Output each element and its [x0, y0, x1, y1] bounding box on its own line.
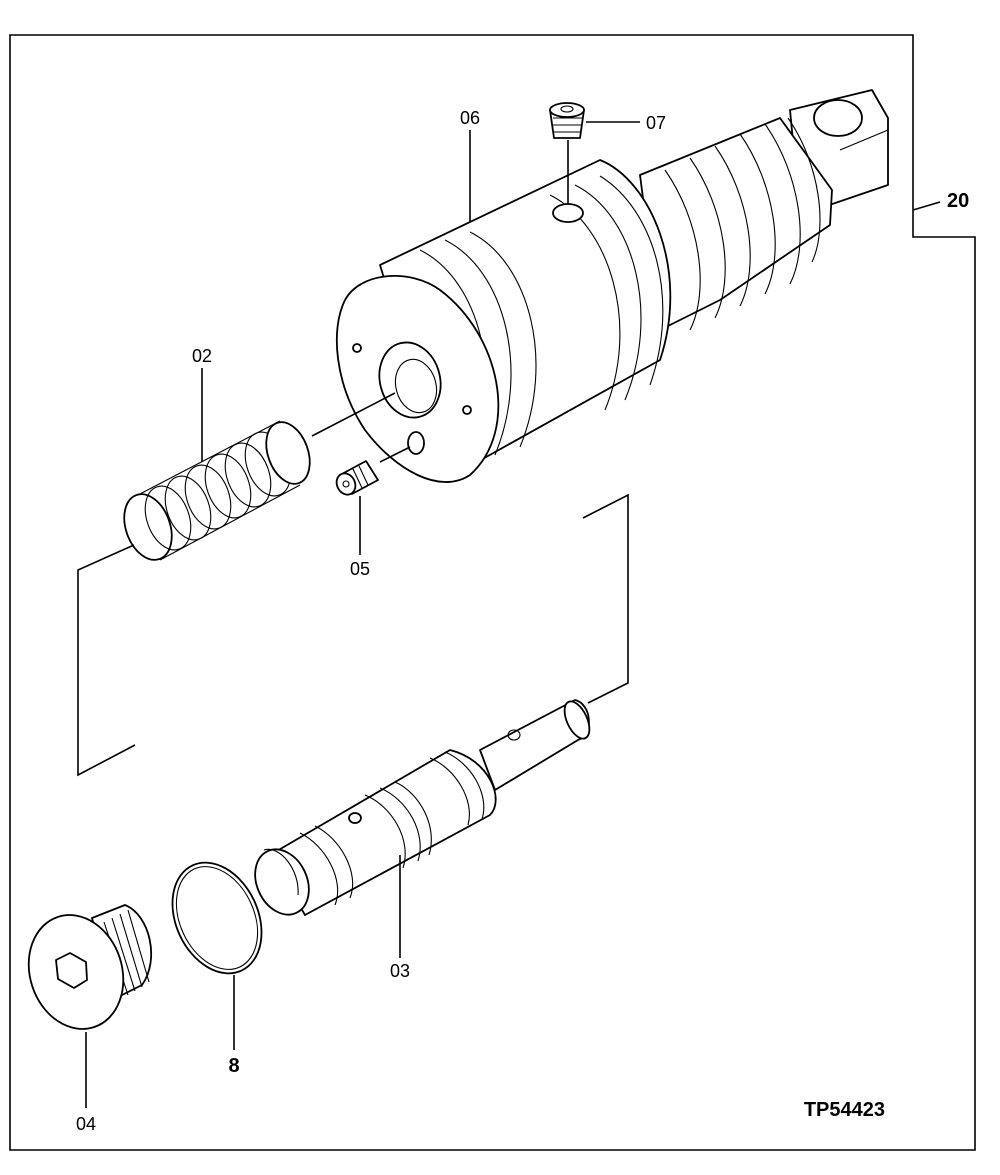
- callout-06: 06: [460, 108, 480, 128]
- o-ring-08: [171, 861, 263, 975]
- callout-07: 07: [646, 113, 666, 133]
- callout-04: 04: [76, 1114, 96, 1134]
- plug-screw-07: [549, 102, 585, 139]
- spool-03: [254, 699, 591, 916]
- callout-02: 02: [192, 346, 212, 366]
- callout-8: 8: [228, 1055, 239, 1077]
- alignment-bracket-left: [77, 544, 136, 777]
- spring-02: [123, 420, 311, 561]
- alignment-bracket-right: [582, 493, 629, 704]
- valve-housing: [335, 89, 889, 483]
- figure-id: TP54423: [804, 1099, 885, 1121]
- plug-05: [335, 460, 379, 496]
- callout-03: 03: [390, 961, 410, 981]
- plug-04: [27, 904, 153, 1030]
- frame-border: [9, 34, 976, 1151]
- callout-20: 20: [947, 190, 969, 212]
- callout-05: 05: [350, 559, 370, 579]
